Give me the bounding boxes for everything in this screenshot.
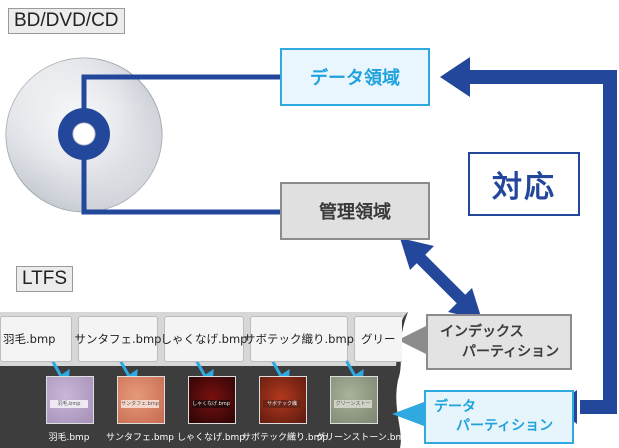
disc-icon (5, 57, 163, 213)
data-partition-line1: データ (434, 399, 476, 415)
index-file: グリー (354, 316, 402, 362)
management-area-box: 管理領域 (280, 182, 430, 240)
correspondence-box: 対応 (468, 152, 580, 216)
thumbnail-label: 羽毛.bmp (50, 400, 88, 408)
disc-connectors (81, 74, 280, 215)
thumbnail-label: グリーンストーン.bmp (334, 400, 372, 408)
data-partition-box: データ パーティション (424, 390, 574, 444)
data-file-name: サンタフェ.bmp (105, 433, 175, 443)
data-file-name: グリーンストーン.bmp (316, 433, 410, 443)
index-partition-line2: パーティション (462, 344, 560, 360)
index-file: 羽毛.bmp (0, 316, 72, 362)
index-file: しゃくなげ.bmp (161, 316, 247, 362)
index-file: サボテック織り.bmp (244, 316, 354, 362)
data-file-row: 羽毛.bmp サンタフェ.bmp しゃくなげ.bmp サボテック織り.bmp グ… (0, 370, 410, 448)
ltfs-label: LTFS (16, 266, 74, 292)
data-file-name: 羽毛.bmp (48, 433, 90, 443)
index-partition-box: インデックス パーティション (426, 314, 572, 370)
index-file: サンタフェ.bmp (75, 316, 161, 362)
data-file-name: しゃくなげ.bmp (176, 433, 246, 443)
mgmt-index-arrow (400, 238, 482, 320)
callout-pointers (392, 326, 426, 426)
index-partition-line1: インデックス (440, 324, 524, 340)
data-area-box: データ領域 (280, 48, 430, 106)
thumbnail-label: しゃくなげ.bmp (192, 400, 230, 408)
thumbnail-label: サンタフェ.bmp (121, 400, 159, 408)
data-file-name: サボテック織り.bmp (242, 433, 329, 443)
thumbnail-label: サボテック織り.bmp (263, 400, 301, 408)
data-partition-line2: パーティション (456, 418, 554, 434)
index-file-row: 羽毛.bmp サンタフェ.bmp しゃくなげ.bmp サボテック織り.bmp グ… (0, 314, 402, 364)
media-label: BD/DVD/CD (8, 8, 125, 34)
